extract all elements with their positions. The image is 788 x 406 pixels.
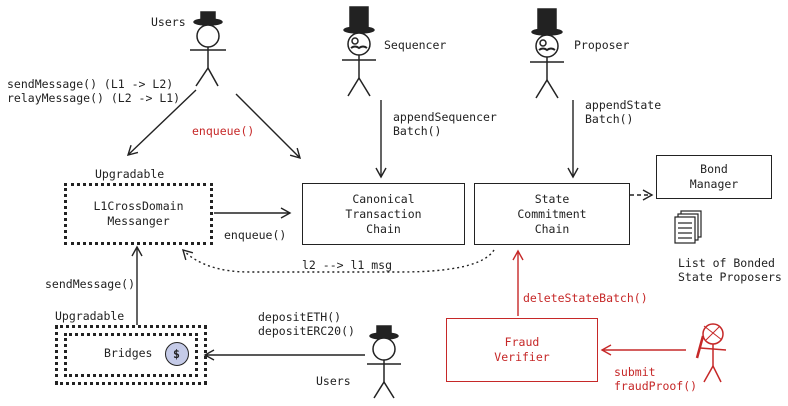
enqueue-red-label: enqueue()	[192, 124, 255, 138]
proposer-label: Proposer	[574, 38, 630, 52]
users-bottom-label: Users	[316, 374, 351, 388]
bridges-outer-box	[55, 325, 207, 385]
users-bottom-figure	[367, 325, 401, 399]
coin-icon	[165, 342, 189, 366]
coin-symbol: $	[173, 347, 180, 361]
l2-l1-msg-label: l2 --> l1 msg	[302, 258, 393, 272]
bridges-label: Bridges	[104, 346, 153, 360]
fraud-prover-figure	[695, 323, 727, 383]
proposer-figure	[530, 8, 564, 99]
l1-messenger-box: L1CrossDomain Messanger	[64, 183, 213, 245]
submit-fraud-label: submit fraudProof()	[614, 365, 698, 393]
arrow-users-to-messenger	[126, 89, 197, 156]
users-top-label: Users	[151, 15, 186, 29]
arrow-users-to-ctc	[235, 93, 302, 160]
enqueue-label: enqueue()	[224, 228, 287, 242]
send-relay-label: sendMessage() (L1 -> L2) relayMessage() …	[7, 77, 181, 105]
bond-manager-box: Bond Manager	[656, 155, 772, 199]
list-bonded-label: List of Bonded State Proposers	[678, 256, 782, 284]
deposit-label: depositETH() depositERC20()	[258, 310, 355, 338]
ctc-box: Canonical Transaction Chain	[302, 183, 465, 245]
users-top-figure	[190, 11, 226, 87]
delete-batch-label: deleteStateBatch()	[523, 291, 648, 305]
append-sequencer-label: appendSequencer Batch()	[393, 110, 497, 138]
send-message-label: sendMessage()	[45, 277, 136, 291]
sequencer-label: Sequencer	[384, 38, 447, 52]
append-state-label: appendState Batch()	[585, 98, 662, 126]
upgradable-top-label: Upgradable	[95, 167, 165, 181]
fraud-verifier-box: Fraud Verifier	[446, 318, 598, 382]
bridges-inner-box	[64, 333, 198, 377]
sequencer-figure	[342, 6, 376, 97]
scc-box: State Commitment Chain	[474, 183, 630, 245]
upgradable-bottom-label: Upgradable	[55, 309, 125, 323]
bonded-list-icon	[674, 210, 702, 244]
